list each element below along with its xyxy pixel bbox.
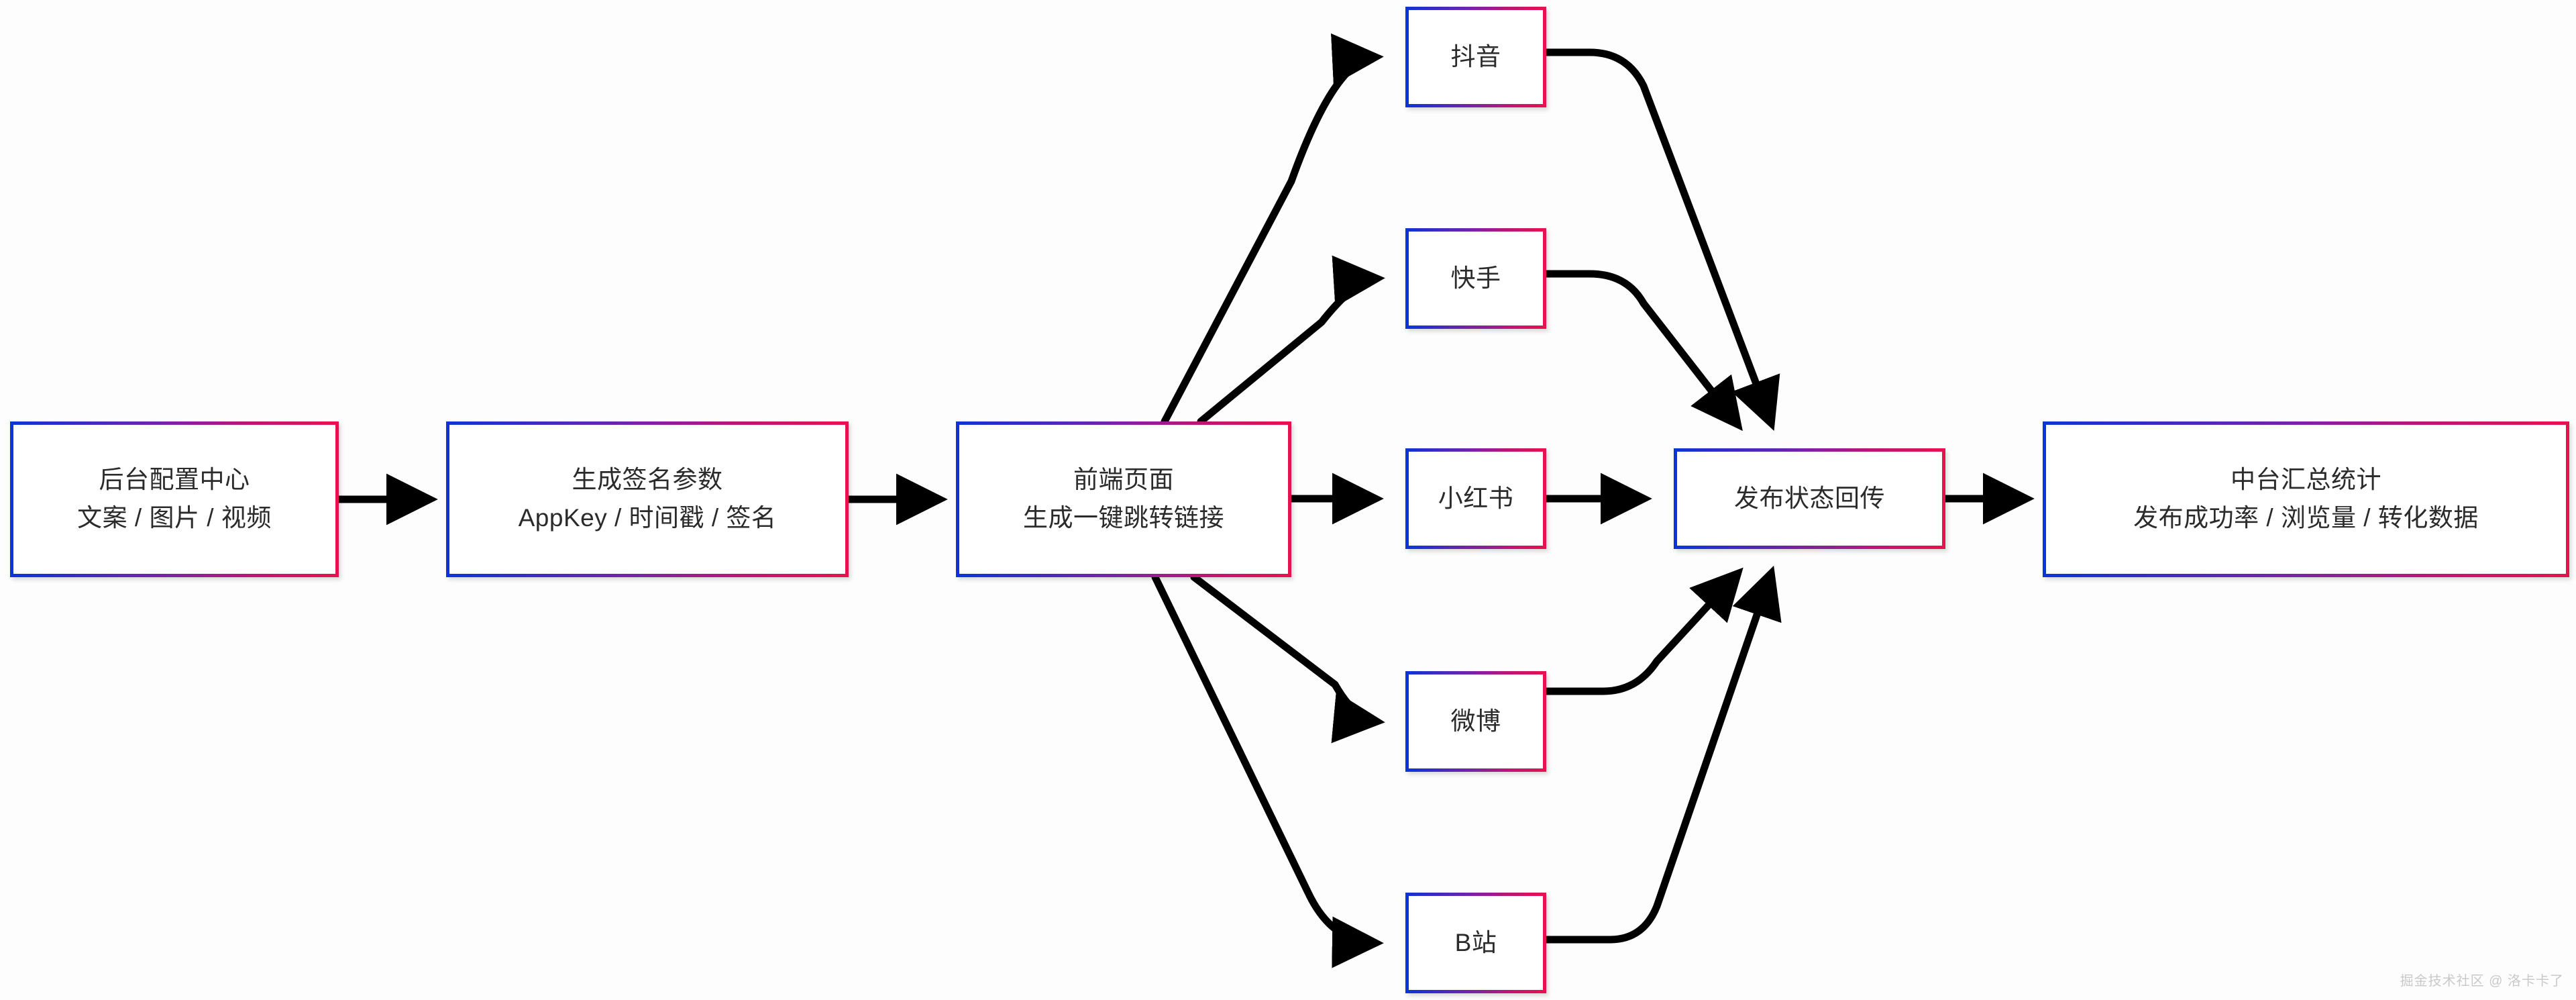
node-platform-weibo[interactable]: 微博 — [1405, 671, 1546, 772]
node-backend-config[interactable]: 后台配置中心 文案 / 图片 / 视频 — [10, 421, 339, 577]
edge-douyin-to-publish-status — [1542, 48, 1780, 432]
node-platform-weibo-inner: 微博 — [1409, 674, 1543, 768]
node-publish-status-label: 发布状态回传 — [1734, 484, 1885, 512]
node-platform-weibo-label: 微博 — [1450, 707, 1501, 735]
edge-frontend-page-to-bilibili — [1151, 573, 1384, 968]
node-platform-xiaohongshu[interactable]: 小红书 — [1405, 448, 1546, 549]
node-frontend-page-inner: 前端页面 生成一键跳转链接 — [959, 425, 1288, 574]
node-platform-douyin-label: 抖音 — [1450, 42, 1501, 70]
node-platform-xiaohongshu-label: 小红书 — [1438, 484, 1514, 512]
node-platform-kuaishou-inner: 快手 — [1409, 232, 1543, 326]
node-sign-params-inner: 生成签名参数 AppKey / 时间戳 / 签名 — [449, 425, 845, 574]
edge-kuaishou-to-publish-status — [1542, 270, 1743, 432]
node-platform-douyin-inner: 抖音 — [1409, 10, 1543, 104]
edge-weibo-to-publish-status — [1542, 567, 1743, 695]
node-platform-bilibili-inner: B站 — [1409, 896, 1543, 990]
node-midend-summary-title: 中台汇总统计 — [2231, 466, 2381, 494]
node-midend-summary[interactable]: 中台汇总统计 发布成功率 / 浏览量 / 转化数据 — [2043, 421, 2569, 577]
node-backend-config-title: 后台配置中心 — [99, 466, 250, 494]
node-sign-params-title: 生成签名参数 — [572, 466, 723, 494]
edge-frontend-page-to-douyin — [1161, 33, 1384, 426]
node-platform-douyin[interactable]: 抖音 — [1405, 7, 1546, 107]
node-backend-config-inner: 后台配置中心 文案 / 图片 / 视频 — [13, 425, 335, 574]
node-platform-kuaishou[interactable]: 快手 — [1405, 228, 1546, 329]
node-frontend-page[interactable]: 前端页面 生成一键跳转链接 — [956, 421, 1291, 577]
node-publish-status-inner: 发布状态回传 — [1677, 452, 1942, 546]
edge-bilibili-to-publish-status — [1542, 565, 1782, 944]
node-publish-status[interactable]: 发布状态回传 — [1674, 448, 1945, 549]
node-platform-xiaohongshu-inner: 小红书 — [1409, 452, 1543, 546]
node-platform-kuaishou-label: 快手 — [1450, 264, 1501, 292]
node-midend-summary-subtitle: 发布成功率 / 浏览量 / 转化数据 — [2133, 504, 2479, 532]
node-frontend-page-title: 前端页面 — [1073, 466, 1174, 494]
node-backend-config-subtitle: 文案 / 图片 / 视频 — [77, 504, 272, 532]
watermark-text: 掘金技术社区 @ 洛卡卡了 — [2400, 974, 2564, 989]
node-sign-params-subtitle: AppKey / 时间戳 / 签名 — [518, 504, 777, 532]
edge-frontend-page-to-kuaishou — [1197, 255, 1385, 426]
node-platform-bilibili[interactable]: B站 — [1405, 893, 1546, 993]
node-midend-summary-inner: 中台汇总统计 发布成功率 / 浏览量 / 转化数据 — [2046, 425, 2566, 574]
node-sign-params[interactable]: 生成签名参数 AppKey / 时间戳 / 签名 — [446, 421, 849, 577]
node-platform-bilibili-label: B站 — [1454, 928, 1497, 956]
edge-frontend-page-to-weibo — [1190, 573, 1385, 744]
node-frontend-page-subtitle: 生成一键跳转链接 — [1023, 504, 1224, 532]
